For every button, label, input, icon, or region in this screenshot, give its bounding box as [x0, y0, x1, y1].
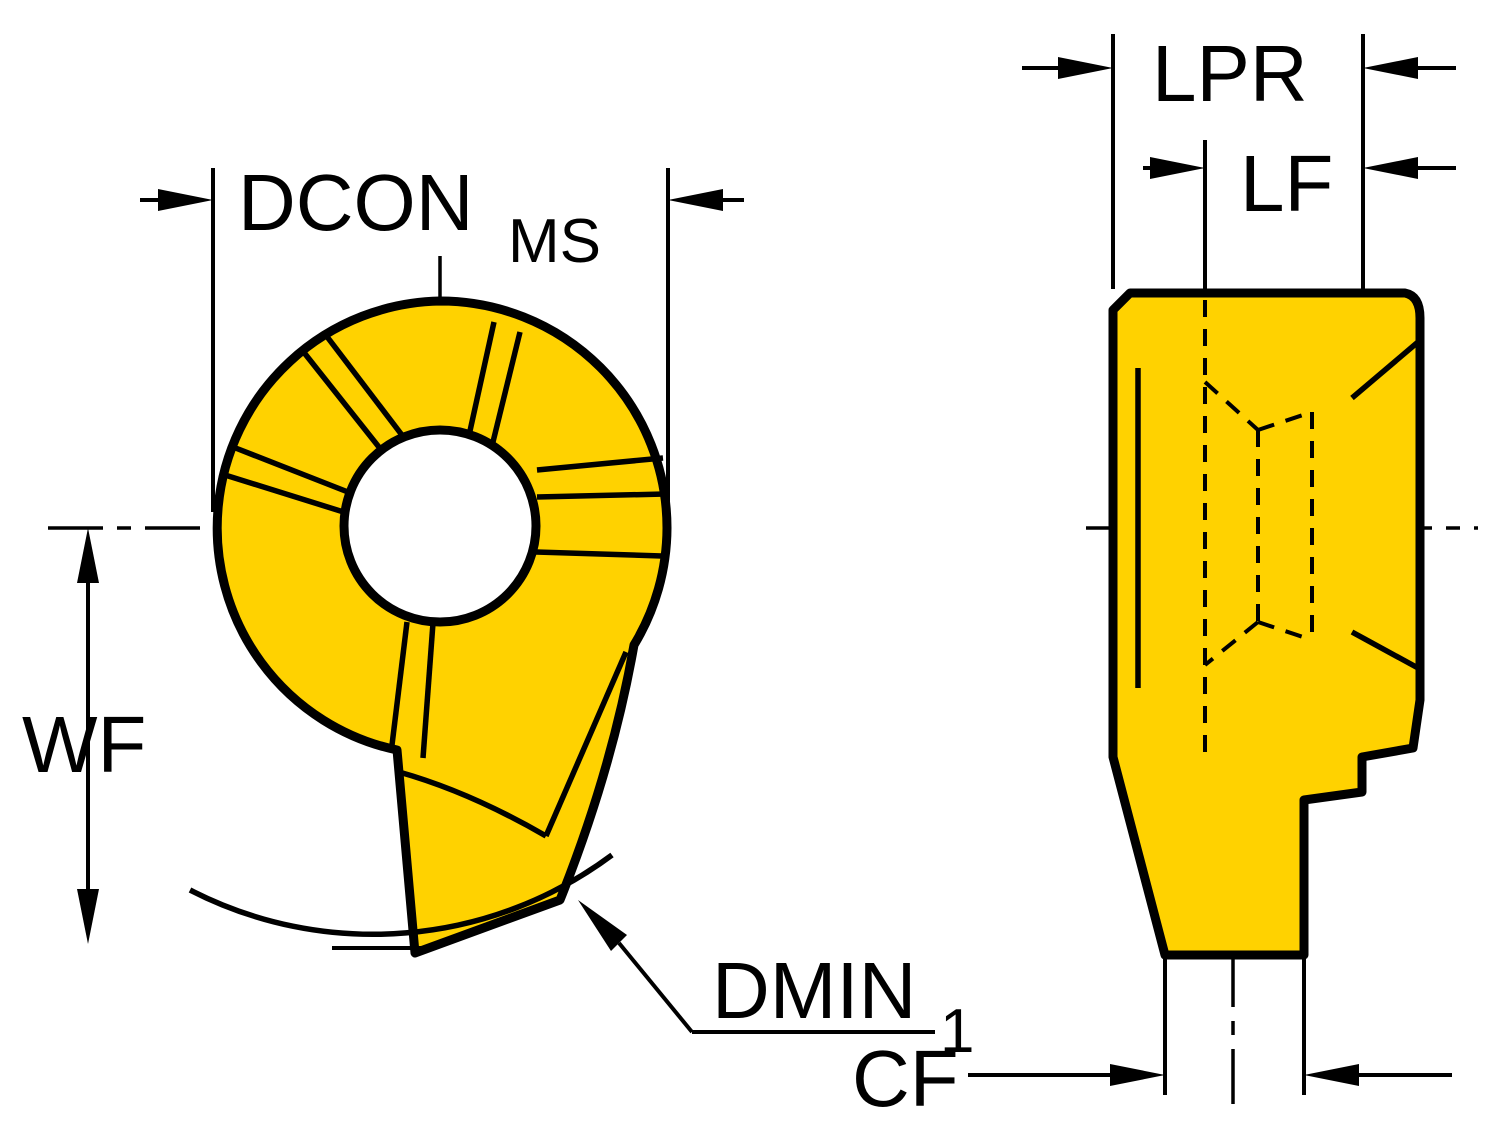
groove-line — [224, 472, 351, 517]
insert-front-grooves — [224, 321, 666, 839]
dmin-subscript: 1 — [940, 997, 974, 1066]
center-hole — [339, 425, 541, 627]
hidden-recess-lines — [1203, 300, 1314, 756]
front-view: DCON MS WF DMIN 1 — [22, 158, 974, 1066]
tail-face-line — [398, 769, 548, 839]
arrowhead-left-icon — [668, 189, 723, 211]
min-bore-arc — [188, 852, 614, 937]
cf-label: CF — [852, 1034, 959, 1123]
dmin-label: DMIN — [712, 946, 916, 1035]
wf-label: WF — [22, 700, 146, 789]
arrowhead-right-icon — [1110, 1064, 1165, 1086]
arrowhead-up-icon — [77, 528, 99, 583]
groove-line — [420, 622, 436, 759]
groove-line — [489, 331, 523, 447]
hidden-line — [1257, 620, 1313, 642]
groove-line — [536, 455, 664, 473]
groove-line — [322, 332, 411, 445]
groove-line — [536, 491, 666, 500]
dimension-dmin: DMIN 1 — [188, 852, 974, 1066]
countersink-line — [1350, 339, 1420, 401]
dimension-dcon: DCON MS — [140, 158, 744, 512]
hidden-line — [1257, 410, 1313, 432]
arrowhead-right-icon — [1150, 157, 1205, 179]
countersink-line — [1350, 629, 1420, 671]
dimension-cf: CF — [852, 958, 1452, 1123]
groove-line — [231, 444, 355, 497]
dimension-lpr: LPR — [1022, 29, 1456, 289]
tail-edge-line — [543, 650, 629, 838]
arrowhead-left-icon — [1363, 157, 1418, 179]
leader-line — [617, 941, 694, 1034]
arrowhead-left-icon — [1304, 1064, 1359, 1086]
dcon-label: DCON — [238, 158, 474, 247]
hidden-line — [1203, 620, 1260, 667]
dcon-subscript: MS — [508, 207, 601, 276]
arrowhead-left-icon — [1363, 57, 1418, 79]
dimension-lf: LF — [1143, 139, 1456, 289]
groove-line — [389, 621, 410, 746]
arrowhead-right-icon — [1058, 57, 1113, 79]
arrowhead-down-icon — [77, 889, 99, 944]
arrowhead-right-icon — [158, 189, 213, 211]
hidden-line — [1203, 380, 1260, 432]
groove-line — [535, 549, 663, 559]
dimension-wf: WF — [22, 528, 428, 950]
arrowhead-leader-icon — [578, 900, 627, 951]
groove-line — [299, 348, 389, 458]
groove-line — [465, 321, 497, 441]
side-view: LPR LF CF — [852, 29, 1478, 1123]
insert-side-details — [1135, 339, 1420, 688]
lpr-label: LPR — [1152, 29, 1308, 118]
lf-label: LF — [1240, 139, 1333, 228]
insert-front-body — [212, 296, 672, 958]
